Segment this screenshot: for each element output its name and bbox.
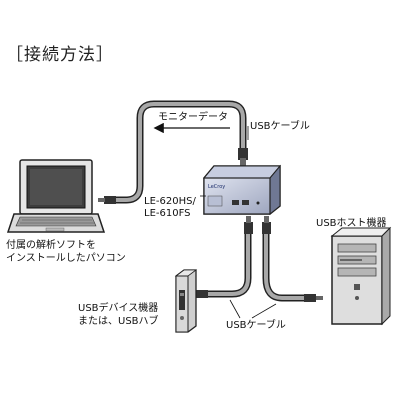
- usb-device-label-line1: USBデバイス機器: [78, 303, 159, 314]
- device-model-label-line1: LE-620HS/: [144, 196, 196, 207]
- monitor-cable: [98, 100, 248, 204]
- device-model-label-line2: LE-610FS: [144, 208, 191, 219]
- laptop-pc-illustration: [6, 159, 106, 233]
- protocol-analyzer-device: LeCroy: [202, 164, 282, 216]
- usb-host-tower-illustration: [330, 226, 392, 326]
- diagram-title: ［接続方法］: [6, 45, 114, 65]
- monitor-data-label: モニターデータ: [158, 112, 228, 123]
- pc-caption-line2: インストールしたパソコン: [6, 253, 126, 264]
- usb-device-illustration: [174, 269, 198, 333]
- usb-cable-bottom-label: USBケーブル: [226, 320, 286, 331]
- usb-cable-right: [262, 216, 323, 302]
- usb-cable-top-label: USBケーブル: [250, 121, 310, 132]
- usb-cable-bottom-pointer-right: [251, 303, 277, 319]
- pc-caption-line1: 付属の解析ソフトを: [6, 240, 96, 251]
- device-badge: LeCroy: [208, 184, 225, 190]
- usb-device-label-line2: または、USBハブ: [78, 316, 159, 327]
- usb-cable-left: [196, 216, 253, 298]
- usb-cable-bottom-pointer-left: [229, 299, 241, 319]
- usb-host-label: USBホスト機器: [316, 218, 387, 229]
